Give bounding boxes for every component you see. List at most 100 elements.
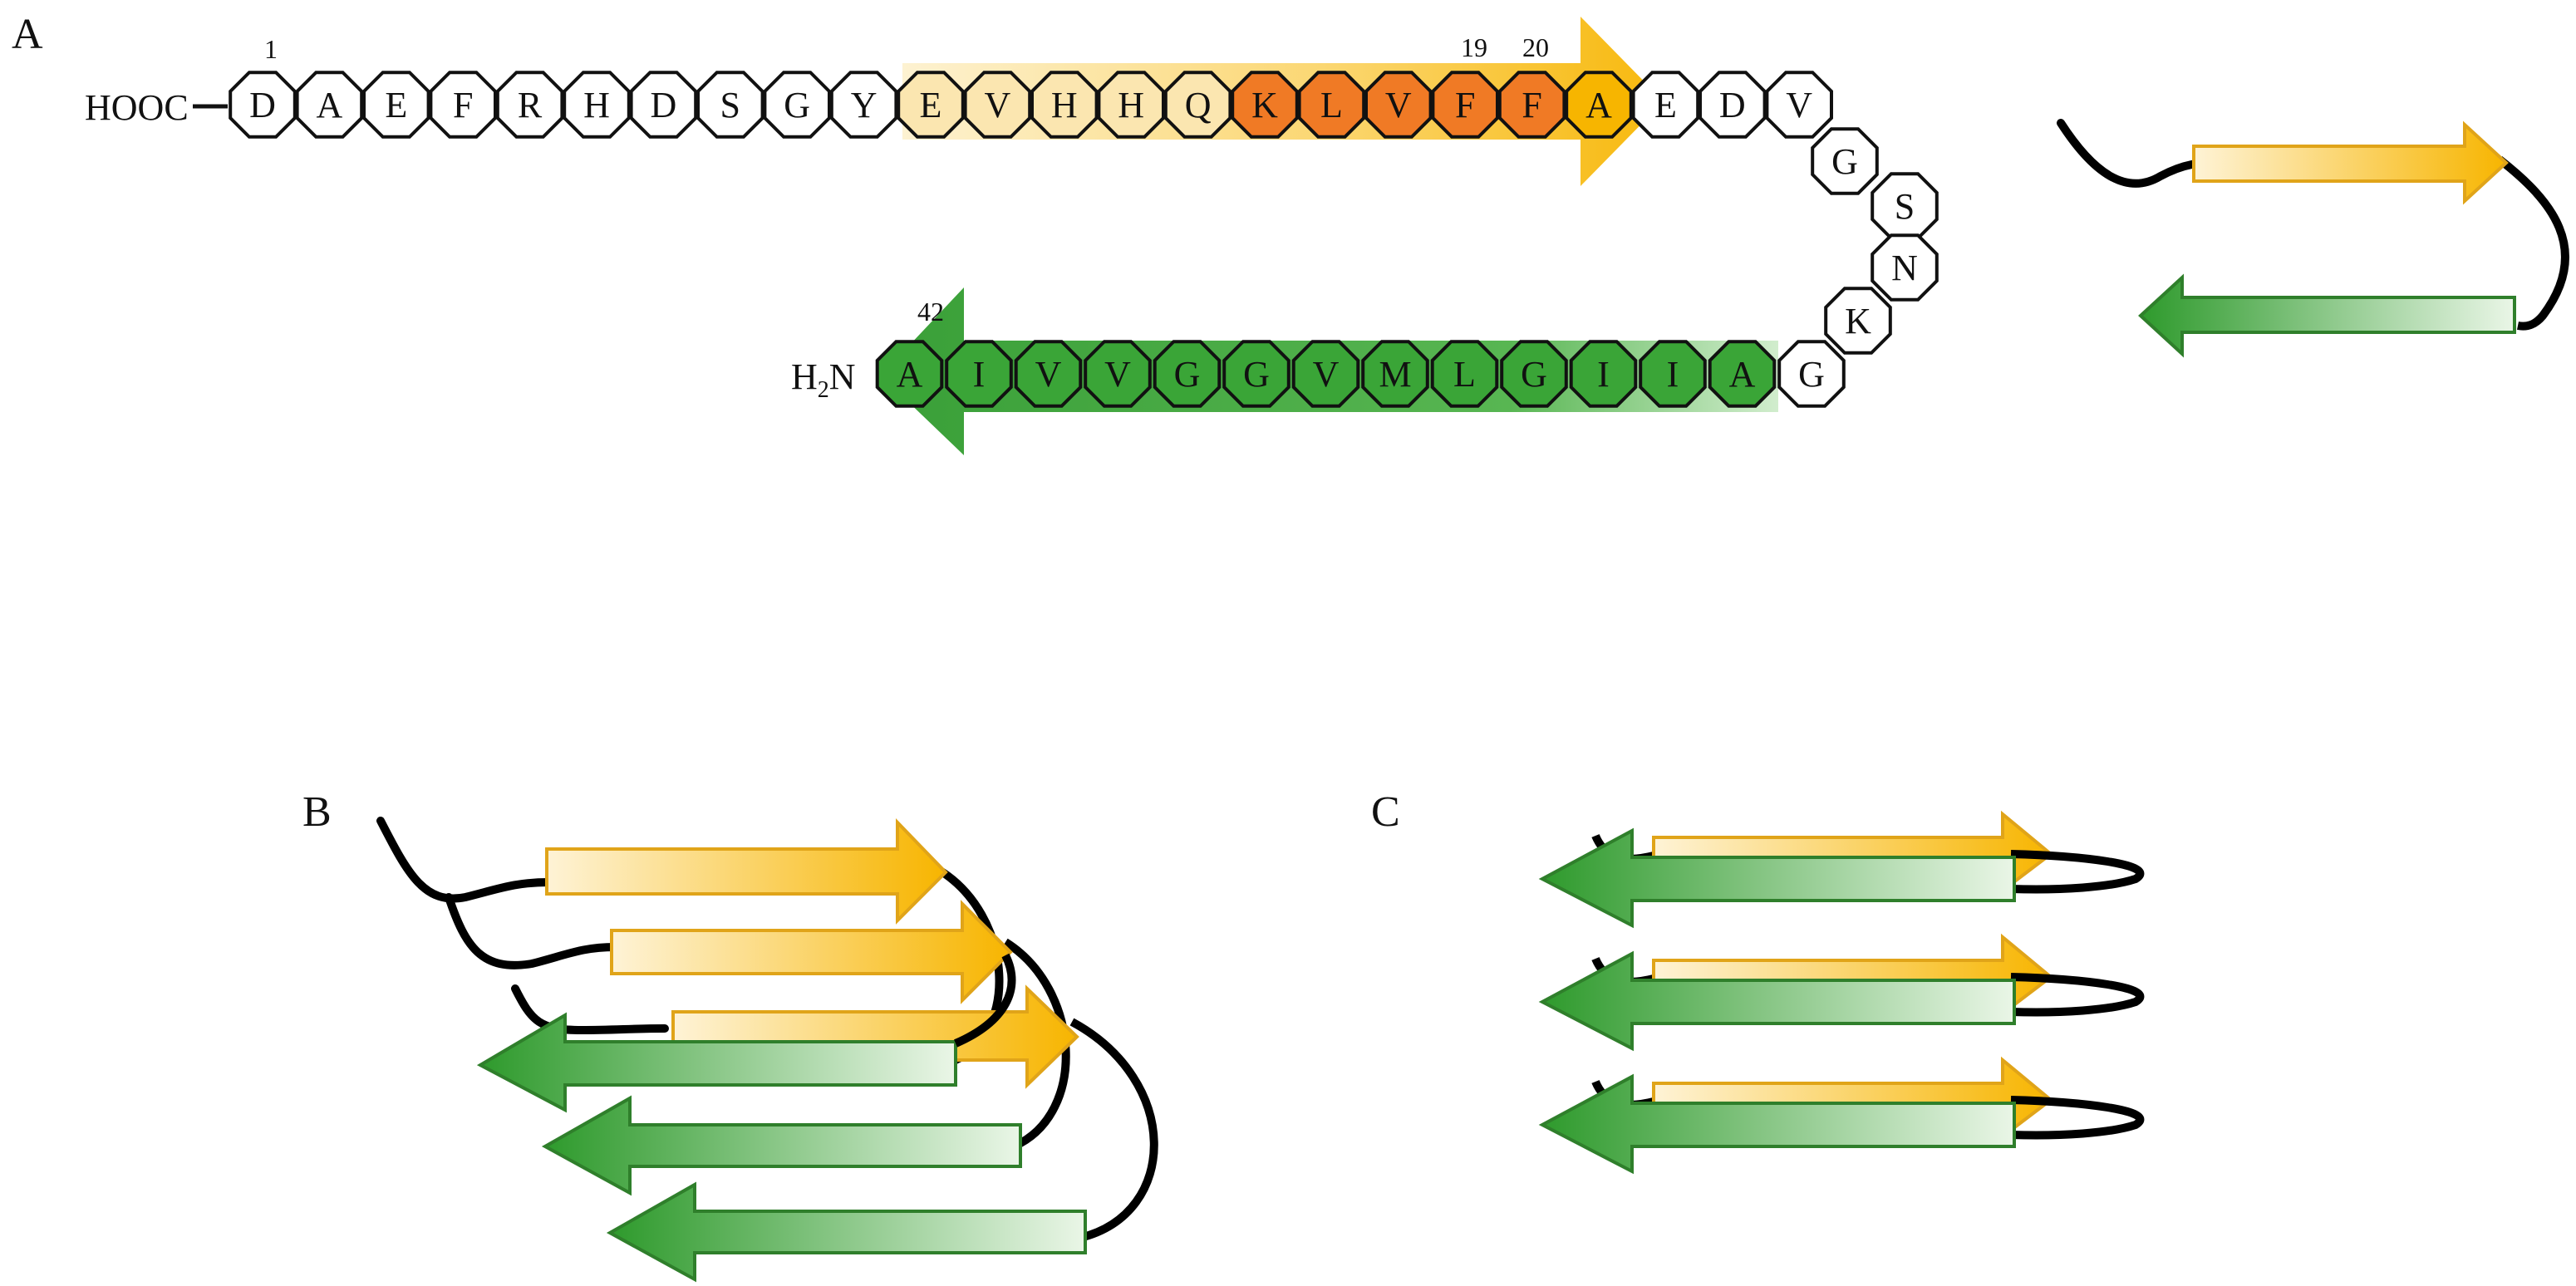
residue-letter: D [651,85,677,125]
residue-octagon [1500,340,1568,408]
residue-letter: E [920,85,942,125]
residue-letter: I [973,354,986,395]
residue-octagon [1014,340,1083,408]
residue-bottom-1: G [1777,340,1846,408]
residue-octagon [875,340,944,408]
residue-letter: E [385,85,407,125]
residue-letter: I [1667,354,1679,395]
loop-back-1 [376,817,553,903]
residue-octagon [1430,340,1499,408]
residue-top-24: V [1765,71,1833,139]
residue-octagon [1297,71,1366,139]
c-hairpin-3 [1538,1056,2145,1175]
residue-bottom-10: G [1153,340,1222,408]
residue-octagon [1364,71,1433,139]
residue-octagon [1231,71,1299,139]
residue-octagon [495,71,564,139]
residue-octagon [1569,340,1638,408]
residue-octagon [1824,287,1892,355]
residue-octagon [1084,340,1152,408]
residue-top-11: E [897,71,965,139]
residue-top-3: E [362,71,430,139]
residue-bottom-4: I [1569,340,1638,408]
residue-octagon [229,71,297,139]
b-strand-green-2 [541,1095,1022,1196]
residue-letter: G [1174,354,1201,395]
residue-octagon [945,340,1013,408]
c-loop-right [2010,1096,2145,1140]
residue-octagon [295,71,364,139]
residue-bottom-3: I [1639,340,1707,408]
residue-top-16: K [1231,71,1299,139]
residue-letter: E [1654,85,1677,125]
residue-turn-3: N [1871,233,1939,302]
residue-bottom-12: V [1014,340,1083,408]
residue-octagon [1565,71,1633,139]
residue-octagon [897,71,965,139]
residue-top-23: D [1698,71,1767,139]
residue-top-8: S [696,71,764,139]
residue-letter: M [1379,354,1411,395]
residue-top-21: A [1565,71,1633,139]
residue-letter: N [1891,248,1918,288]
residue-number-42: 42 [917,297,944,326]
residue-letter: A [1729,354,1756,395]
residue-letter: F [1455,85,1475,125]
residue-letter: V [985,85,1011,125]
residue-letter: H [1118,85,1144,125]
residue-top-12: V [963,71,1032,139]
residue-top-13: H [1030,71,1099,139]
residue-top-2: A [295,71,364,139]
residue-letter: S [720,85,740,125]
residue-letter: V [1385,85,1412,125]
n-terminal-loop [2057,119,2215,188]
residue-letter: V [1313,354,1340,395]
residue-octagon [829,71,898,139]
residue-letter: G [1521,354,1547,395]
residue-letter: K [1845,301,1871,341]
residue-letter: H [583,85,610,125]
loop-back-2 [445,893,619,969]
b-strand-green-1 [476,1012,957,1113]
residue-number-20: 20 [1522,32,1549,62]
panel-a-hairpin-cartoon [2057,119,2569,358]
residue-top-5: R [495,71,564,139]
residue-octagon [1163,71,1232,139]
residue-top-18: V [1364,71,1433,139]
n-terminus-label: H2N [791,356,856,403]
residue-letter: I [1597,354,1610,395]
residue-octagon [1871,233,1939,302]
c-strand-green [1538,827,2016,929]
residue-octagon [1639,340,1707,408]
residue-top-22: E [1631,71,1700,139]
residue-octagon [1291,340,1360,408]
residue-top-20: F [1497,71,1566,139]
residue-bottom-13: I [945,340,1013,408]
hairpin-turn-loop [2496,156,2569,331]
c-hairpin-1 [1538,810,2145,929]
residue-letter: G [784,85,810,125]
residue-turn-1: G [1811,127,1879,195]
c-strand-green [1538,1073,2016,1175]
residue-octagon [1811,127,1879,195]
residue-letter: A [317,85,343,125]
residue-bottom-5: G [1500,340,1568,408]
panel-label-b: B [302,788,332,836]
panel-b [376,817,1158,1283]
b-strand-green-3 [606,1181,1087,1283]
residue-letter: G [1831,141,1858,182]
residue-letter: A [897,354,923,395]
residue-letter: F [453,85,473,125]
residue-letter: G [1243,354,1270,395]
c-terminus-label: HOOC [85,87,189,128]
c-hairpin-2 [1538,933,2145,1052]
residue-top-9: G [763,71,831,139]
residue-octagon [1097,71,1165,139]
residue-top-15: Q [1163,71,1232,139]
residue-letter: K [1251,85,1278,125]
residue-letter: L [1320,85,1343,125]
residue-top-10: Y [829,71,898,139]
residue-bottom-14: A [875,340,944,408]
